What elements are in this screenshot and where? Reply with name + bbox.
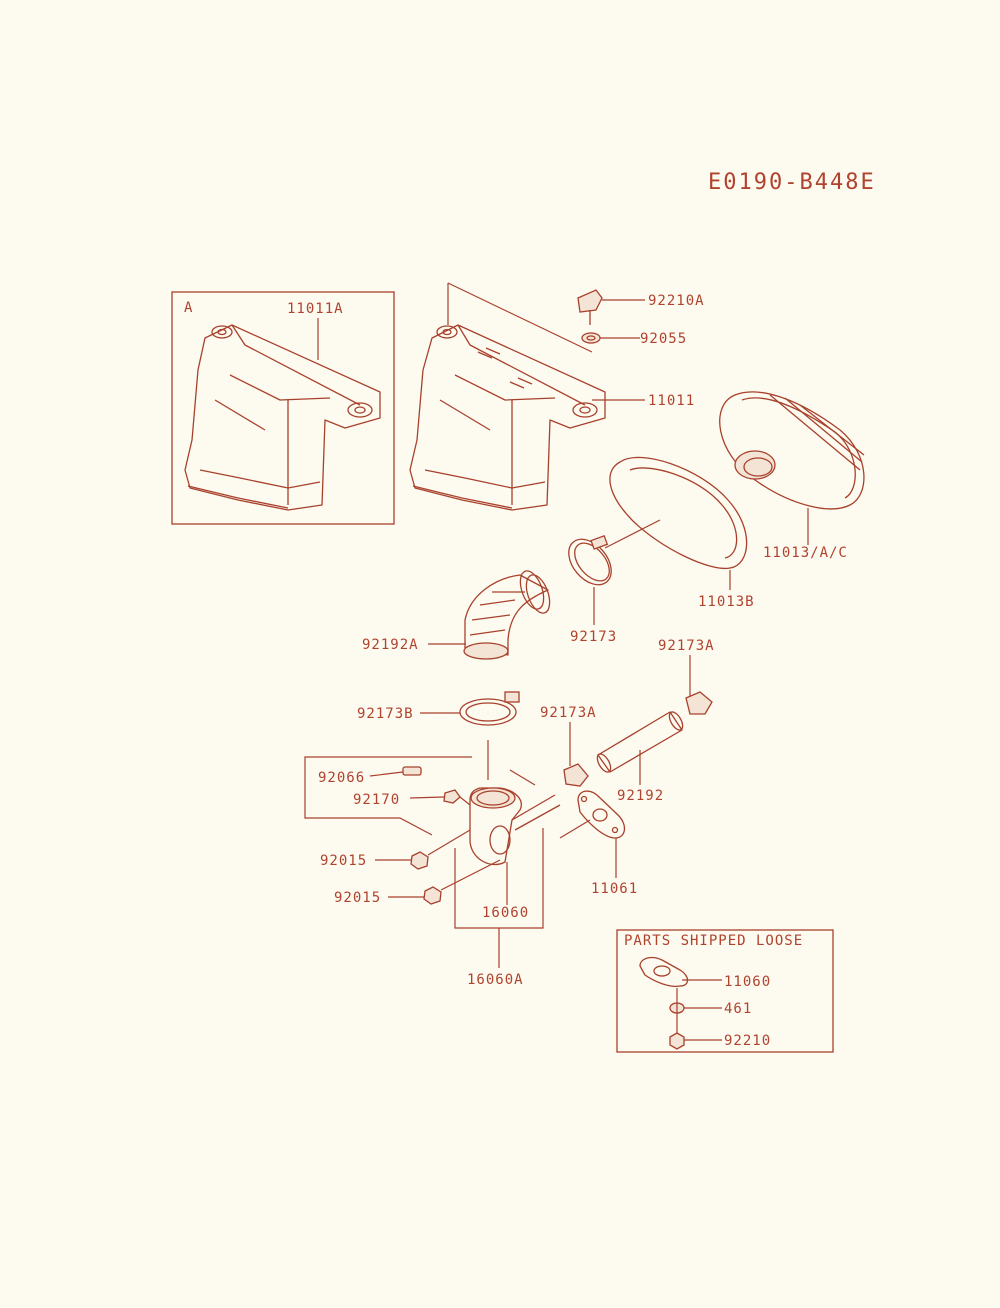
hose-clamp-b-drawing — [459, 691, 520, 726]
filter-element-drawing — [719, 391, 865, 510]
washer-hole — [586, 335, 596, 341]
small-nut-drawing — [443, 789, 461, 804]
inset-box-a — [171, 291, 395, 525]
leader-92015-a-axis — [427, 829, 471, 856]
intake-pipe-drawing — [469, 787, 561, 866]
label-11060: 11060 — [724, 974, 771, 990]
leader-gasket-axis — [559, 819, 591, 839]
hose-clamp-drawing — [568, 535, 612, 586]
elbow-hose-drawing — [463, 570, 551, 660]
label-92015-a: 92015 — [320, 853, 367, 869]
label-92210: 92210 — [724, 1033, 771, 1049]
nut-b-drawing — [423, 886, 442, 905]
air-cleaner-cover-a-drawing — [184, 324, 381, 511]
label-16060A: 16060A — [467, 972, 524, 988]
label-92055: 92055 — [640, 331, 687, 347]
leader-cover-axis — [447, 282, 593, 353]
label-92015-b: 92015 — [334, 890, 381, 906]
label-11061: 11061 — [591, 881, 638, 897]
label-92173: 92173 — [570, 629, 617, 645]
leader-92170-to-pipe — [459, 796, 471, 806]
label-92066: 92066 — [318, 770, 365, 786]
loose-parts-box — [616, 929, 834, 1053]
label-92170: 92170 — [353, 792, 400, 808]
leader-92066 — [369, 771, 404, 777]
pre-cleaner-drawing — [609, 456, 748, 570]
loose-parts-title: PARTS SHIPPED LOOSE — [624, 933, 803, 949]
loose-nut-drawing — [669, 1032, 685, 1050]
inset-letter: A — [184, 300, 193, 316]
nut-a-drawing — [410, 851, 429, 870]
air-cleaner-cover-drawing — [409, 324, 606, 511]
label-11011A: 11011A — [287, 301, 344, 317]
label-16060: 16060 — [482, 905, 529, 921]
leader-pipe-center — [509, 769, 536, 786]
pin-drawing — [402, 766, 422, 776]
diagram-code: E0190-B448E — [708, 170, 876, 195]
gasket-drawing — [577, 790, 626, 839]
leader-92015-b-axis — [440, 859, 501, 891]
straight-hose-drawing — [596, 711, 684, 773]
small-clamp-mid-drawing — [563, 763, 589, 787]
label-11011: 11011 — [648, 393, 695, 409]
leader-filter-axis — [604, 519, 661, 549]
small-clamp-top-drawing — [685, 691, 713, 715]
label-92192A: 92192A — [362, 637, 419, 653]
assembly-bracket-left — [304, 756, 472, 836]
label-461: 461 — [724, 1001, 752, 1017]
label-92173A-top: 92173A — [658, 638, 715, 654]
wing-nut-drawing — [577, 289, 603, 325]
washer-drawing — [581, 332, 601, 344]
label-92173B: 92173B — [357, 706, 414, 722]
label-92192: 92192 — [617, 788, 664, 804]
label-92210A: 92210A — [648, 293, 705, 309]
label-11013B: 11013B — [698, 594, 755, 610]
loose-gasket-drawing — [639, 956, 689, 988]
leader-92170 — [409, 796, 445, 799]
label-92173A-mid: 92173A — [540, 705, 597, 721]
label-11013AC: 11013/A/C — [763, 545, 848, 561]
